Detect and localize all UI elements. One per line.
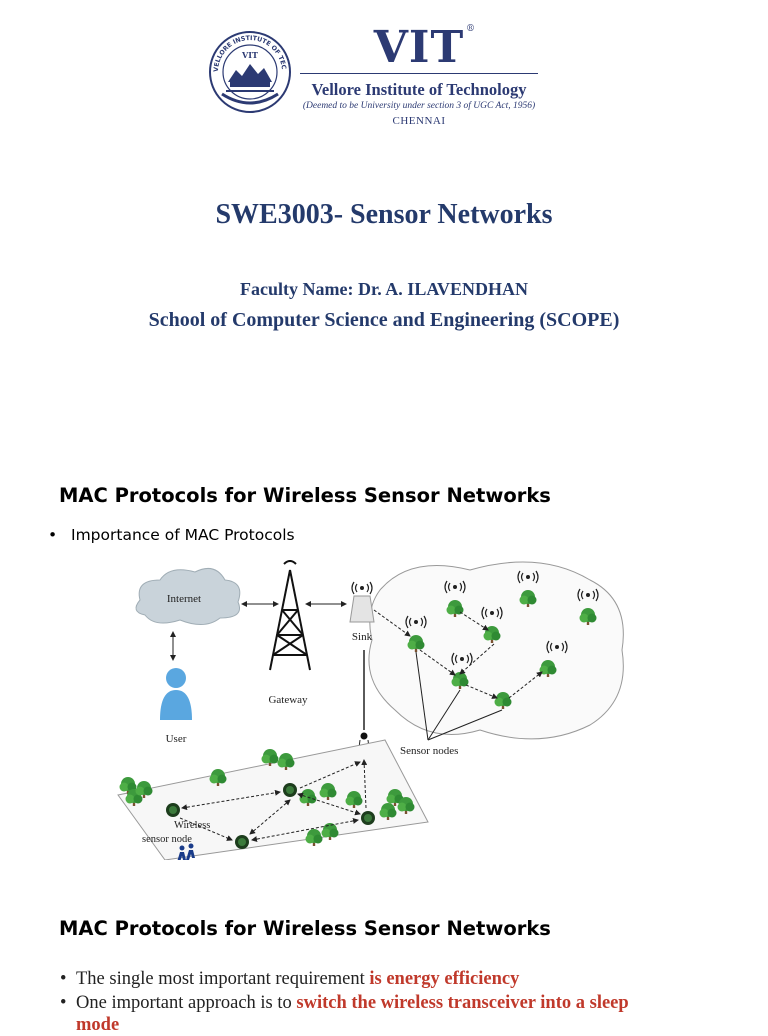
slide-heading: MAC Protocols for Wireless Sensor Networ…: [59, 917, 551, 940]
registered-mark: ®: [466, 24, 475, 34]
seal-inner-text: VIT: [241, 50, 258, 60]
internet-cloud: Internet: [135, 567, 241, 625]
sensor-field-cloud: [368, 561, 624, 740]
mac-importance-slide: MAC Protocols for Wireless Sensor Networ…: [0, 430, 768, 870]
sensor-nodes-label: Sensor nodes: [400, 745, 458, 757]
vit-seal-logo: VELLORE INSTITUTE OF TECHNOLOGY VIT: [208, 30, 291, 113]
bullet-continuation: mode: [76, 1015, 119, 1036]
internet-label: Internet: [167, 593, 201, 605]
bullet-prefix: One important approach is to: [76, 993, 297, 1013]
bullet-highlight: is energy efficiency: [369, 969, 520, 989]
bullet-item: •Importance of MAC Protocols: [48, 526, 295, 544]
mac-energy-slide: MAC Protocols for Wireless Sensor Networ…: [0, 870, 768, 1035]
faculty-name: Faculty Name: Dr. A. ILAVENDHAN: [240, 279, 528, 299]
course-title: SWE3003- Sensor Networks: [215, 199, 553, 230]
user-label: User: [166, 733, 187, 745]
sink-label: Sink: [352, 631, 373, 643]
campus-city: CHENNAI: [392, 115, 446, 127]
bullet-item: •The single most important requirement i…: [60, 969, 520, 989]
title-slide: VELLORE INSTITUTE OF TECHNOLOGY VIT VIT …: [0, 0, 768, 430]
bullet-continuation-text: mode: [76, 1015, 120, 1035]
bullet-text: Importance of MAC Protocols: [71, 526, 295, 544]
slide-heading: MAC Protocols for Wireless Sensor Networ…: [59, 484, 551, 507]
user-icon: [160, 668, 192, 720]
wireless-label-line2: sensor node: [142, 834, 192, 845]
people-icon: [177, 843, 195, 860]
wireless-label-line1: Wireless: [174, 820, 210, 831]
gateway-tower-icon: [269, 560, 311, 671]
vit-logo-word: VIT: [373, 22, 465, 73]
bullet-item: •One important approach is to switch the…: [60, 993, 629, 1013]
bullet-prefix: The single most important requirement: [76, 969, 370, 989]
deemed-university-line: (Deemed to be University under section 3…: [302, 101, 536, 111]
bullet-highlight: switch the wireless transceiver into a s…: [296, 993, 629, 1013]
school-name: School of Computer Science and Engineeri…: [148, 309, 620, 331]
institute-name: Vellore Institute of Technology: [311, 80, 527, 99]
logo-divider: [300, 73, 538, 74]
sink-icon: [349, 581, 375, 623]
wsn-architecture-diagram: Internet User Gateway: [117, 560, 624, 860]
gateway-label: Gateway: [268, 694, 308, 706]
